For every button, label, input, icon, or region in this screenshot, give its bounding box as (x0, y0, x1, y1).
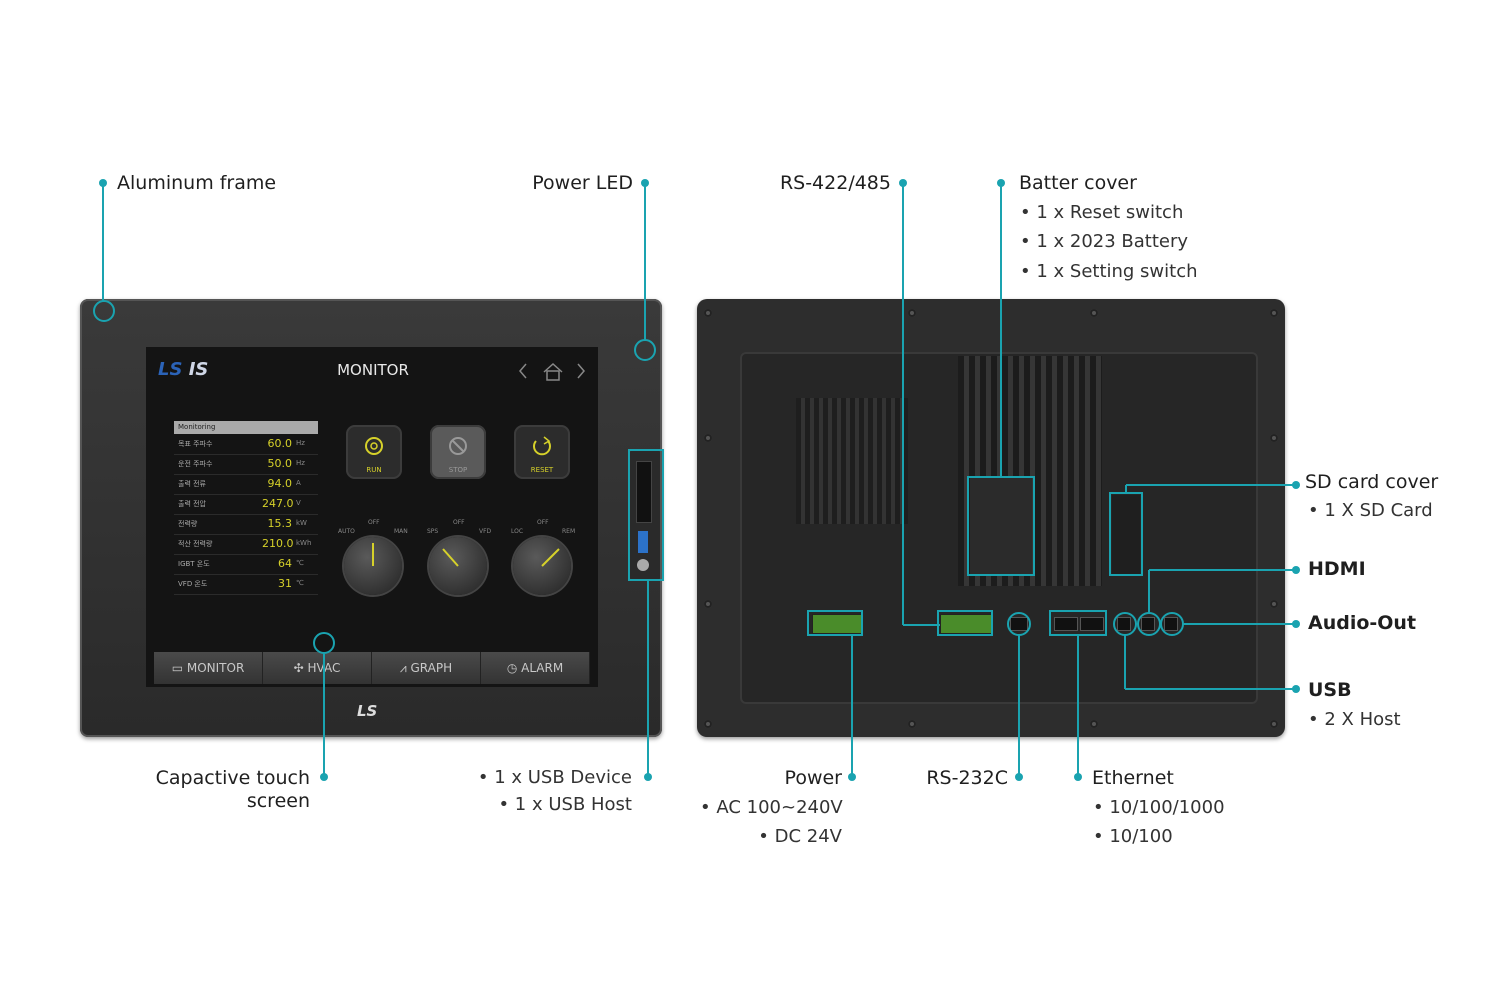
usb-item: • 2 X Host (1308, 709, 1401, 730)
monitor-row-unit: Hz (296, 459, 305, 467)
monitor-row-value: 60.0 (267, 437, 293, 450)
label-hdmi: HDMI (1308, 558, 1366, 580)
sd-card-item: • 1 X SD Card (1308, 500, 1433, 521)
label-usb-device: • 1 x USB Device (477, 767, 632, 788)
screen-nav-icons (519, 362, 585, 381)
rs232c-port (1010, 617, 1028, 631)
tab-graph[interactable]: ⩘ GRAPH (372, 652, 481, 684)
monitor-row-key: 목표 주파수 (178, 440, 213, 448)
label-rs422: RS-422/485 (779, 172, 891, 194)
screen-logo: LS IS (158, 359, 209, 380)
monitor-row-unit: A (296, 479, 301, 487)
mode-knob-auto[interactable] (344, 537, 402, 595)
tab-monitor[interactable]: ▭ MONITOR (154, 652, 263, 684)
ethernet-item: • 10/100 (1093, 826, 1173, 847)
battery-cover (970, 478, 1032, 574)
monitor-row: IGBT 온도 64 ℃ (174, 556, 318, 575)
monitor-row-key: 출력 전류 (178, 480, 206, 488)
label-batter-cover: Batter cover (1019, 172, 1137, 194)
ethernet-port-1 (1054, 617, 1078, 631)
label-ethernet: Ethernet (1092, 767, 1174, 789)
label-usb: USB (1308, 679, 1352, 701)
monitor-row-value: 210.0 (262, 537, 294, 550)
graph-icon: ⩘ (399, 661, 411, 675)
monitor-row-unit: kWh (296, 539, 312, 547)
monitor-row-key: 출력 전압 (178, 500, 206, 508)
tab-hvac[interactable]: ✣ HVAC (263, 652, 372, 684)
label-capacitive-touch: Capactive touch (155, 767, 310, 789)
tab-alarm[interactable]: ◷ ALARM (481, 652, 590, 684)
monitor-row-unit: Hz (296, 439, 305, 447)
power-item: • AC 100~240V (700, 797, 843, 818)
run-button[interactable]: RUN (346, 425, 402, 479)
label-usb-host: • 1 x USB Host (498, 794, 632, 815)
reset-icon (533, 436, 551, 456)
monitor-row-key: 전력량 (178, 520, 198, 528)
mode-knob-loc[interactable] (513, 537, 571, 595)
label-audio-out: Audio-Out (1308, 612, 1417, 634)
monitor-icon: ▭ (171, 661, 187, 675)
monitor-row-key: VFD 온도 (178, 580, 208, 588)
batter-item: • 1 x Reset switch (1020, 202, 1184, 223)
monitor-row-unit: V (296, 499, 301, 507)
label-rs232c: RS-232C (926, 767, 1008, 789)
rear-vent (796, 398, 908, 524)
screen-tab-bar: ▭ MONITOR ✣ HVAC ⩘ GRAPH ◷ ALARM (154, 652, 590, 684)
monitor-row-key: IGBT 온도 (178, 560, 210, 568)
monitor-row-value: 15.3 (267, 517, 293, 530)
batter-item: • 1 x Setting switch (1020, 261, 1198, 282)
label-power-led: Power LED (532, 172, 633, 194)
monitor-row-key: 운전 주파수 (178, 460, 213, 468)
monitor-row-value: 31 (278, 577, 292, 590)
ethernet-port-2 (1080, 617, 1104, 631)
sd-card-slot (1112, 495, 1140, 575)
alarm-icon: ◷ (506, 661, 522, 675)
monitor-row-value: 94.0 (267, 477, 293, 490)
monitor-row: VFD 온도 31 ℃ (174, 576, 318, 595)
stop-button[interactable]: STOP (430, 425, 486, 479)
monitor-row-value: 64 (278, 557, 292, 570)
batter-item: • 1 x 2023 Battery (1020, 231, 1189, 252)
monitor-row-value: 50.0 (267, 457, 293, 470)
hdmi-port (1141, 617, 1155, 631)
audio-port (1164, 617, 1178, 631)
monitor-row-unit: ℃ (296, 559, 304, 567)
gear-icon (365, 437, 383, 455)
reset-button[interactable]: RESET (514, 425, 570, 479)
ethernet-item: • 10/100/1000 (1093, 797, 1225, 818)
front-usb-slot (630, 451, 660, 579)
label-capacitive-screen: screen (246, 790, 310, 812)
monitor-row-unit: kW (296, 519, 307, 527)
bezel-logo: LS (357, 702, 378, 720)
monitor-row-unit: ℃ (296, 579, 304, 587)
stop-icon (449, 437, 467, 455)
usb-port (1117, 617, 1131, 631)
mode-knob-sps[interactable] (429, 537, 487, 595)
label-sd-card-cover: SD card cover (1305, 471, 1439, 493)
label-power: Power (784, 767, 842, 789)
label-aluminum-frame: Aluminum frame (117, 172, 277, 194)
monitor-row-key: 적산 전력량 (178, 540, 213, 548)
power-item: • DC 24V (758, 826, 842, 847)
screen-title: MONITOR (337, 361, 409, 379)
fan-icon: ✣ (293, 661, 308, 675)
monitor-row-value: 247.0 (262, 497, 294, 510)
monitoring-header: Monitoring (174, 421, 318, 434)
